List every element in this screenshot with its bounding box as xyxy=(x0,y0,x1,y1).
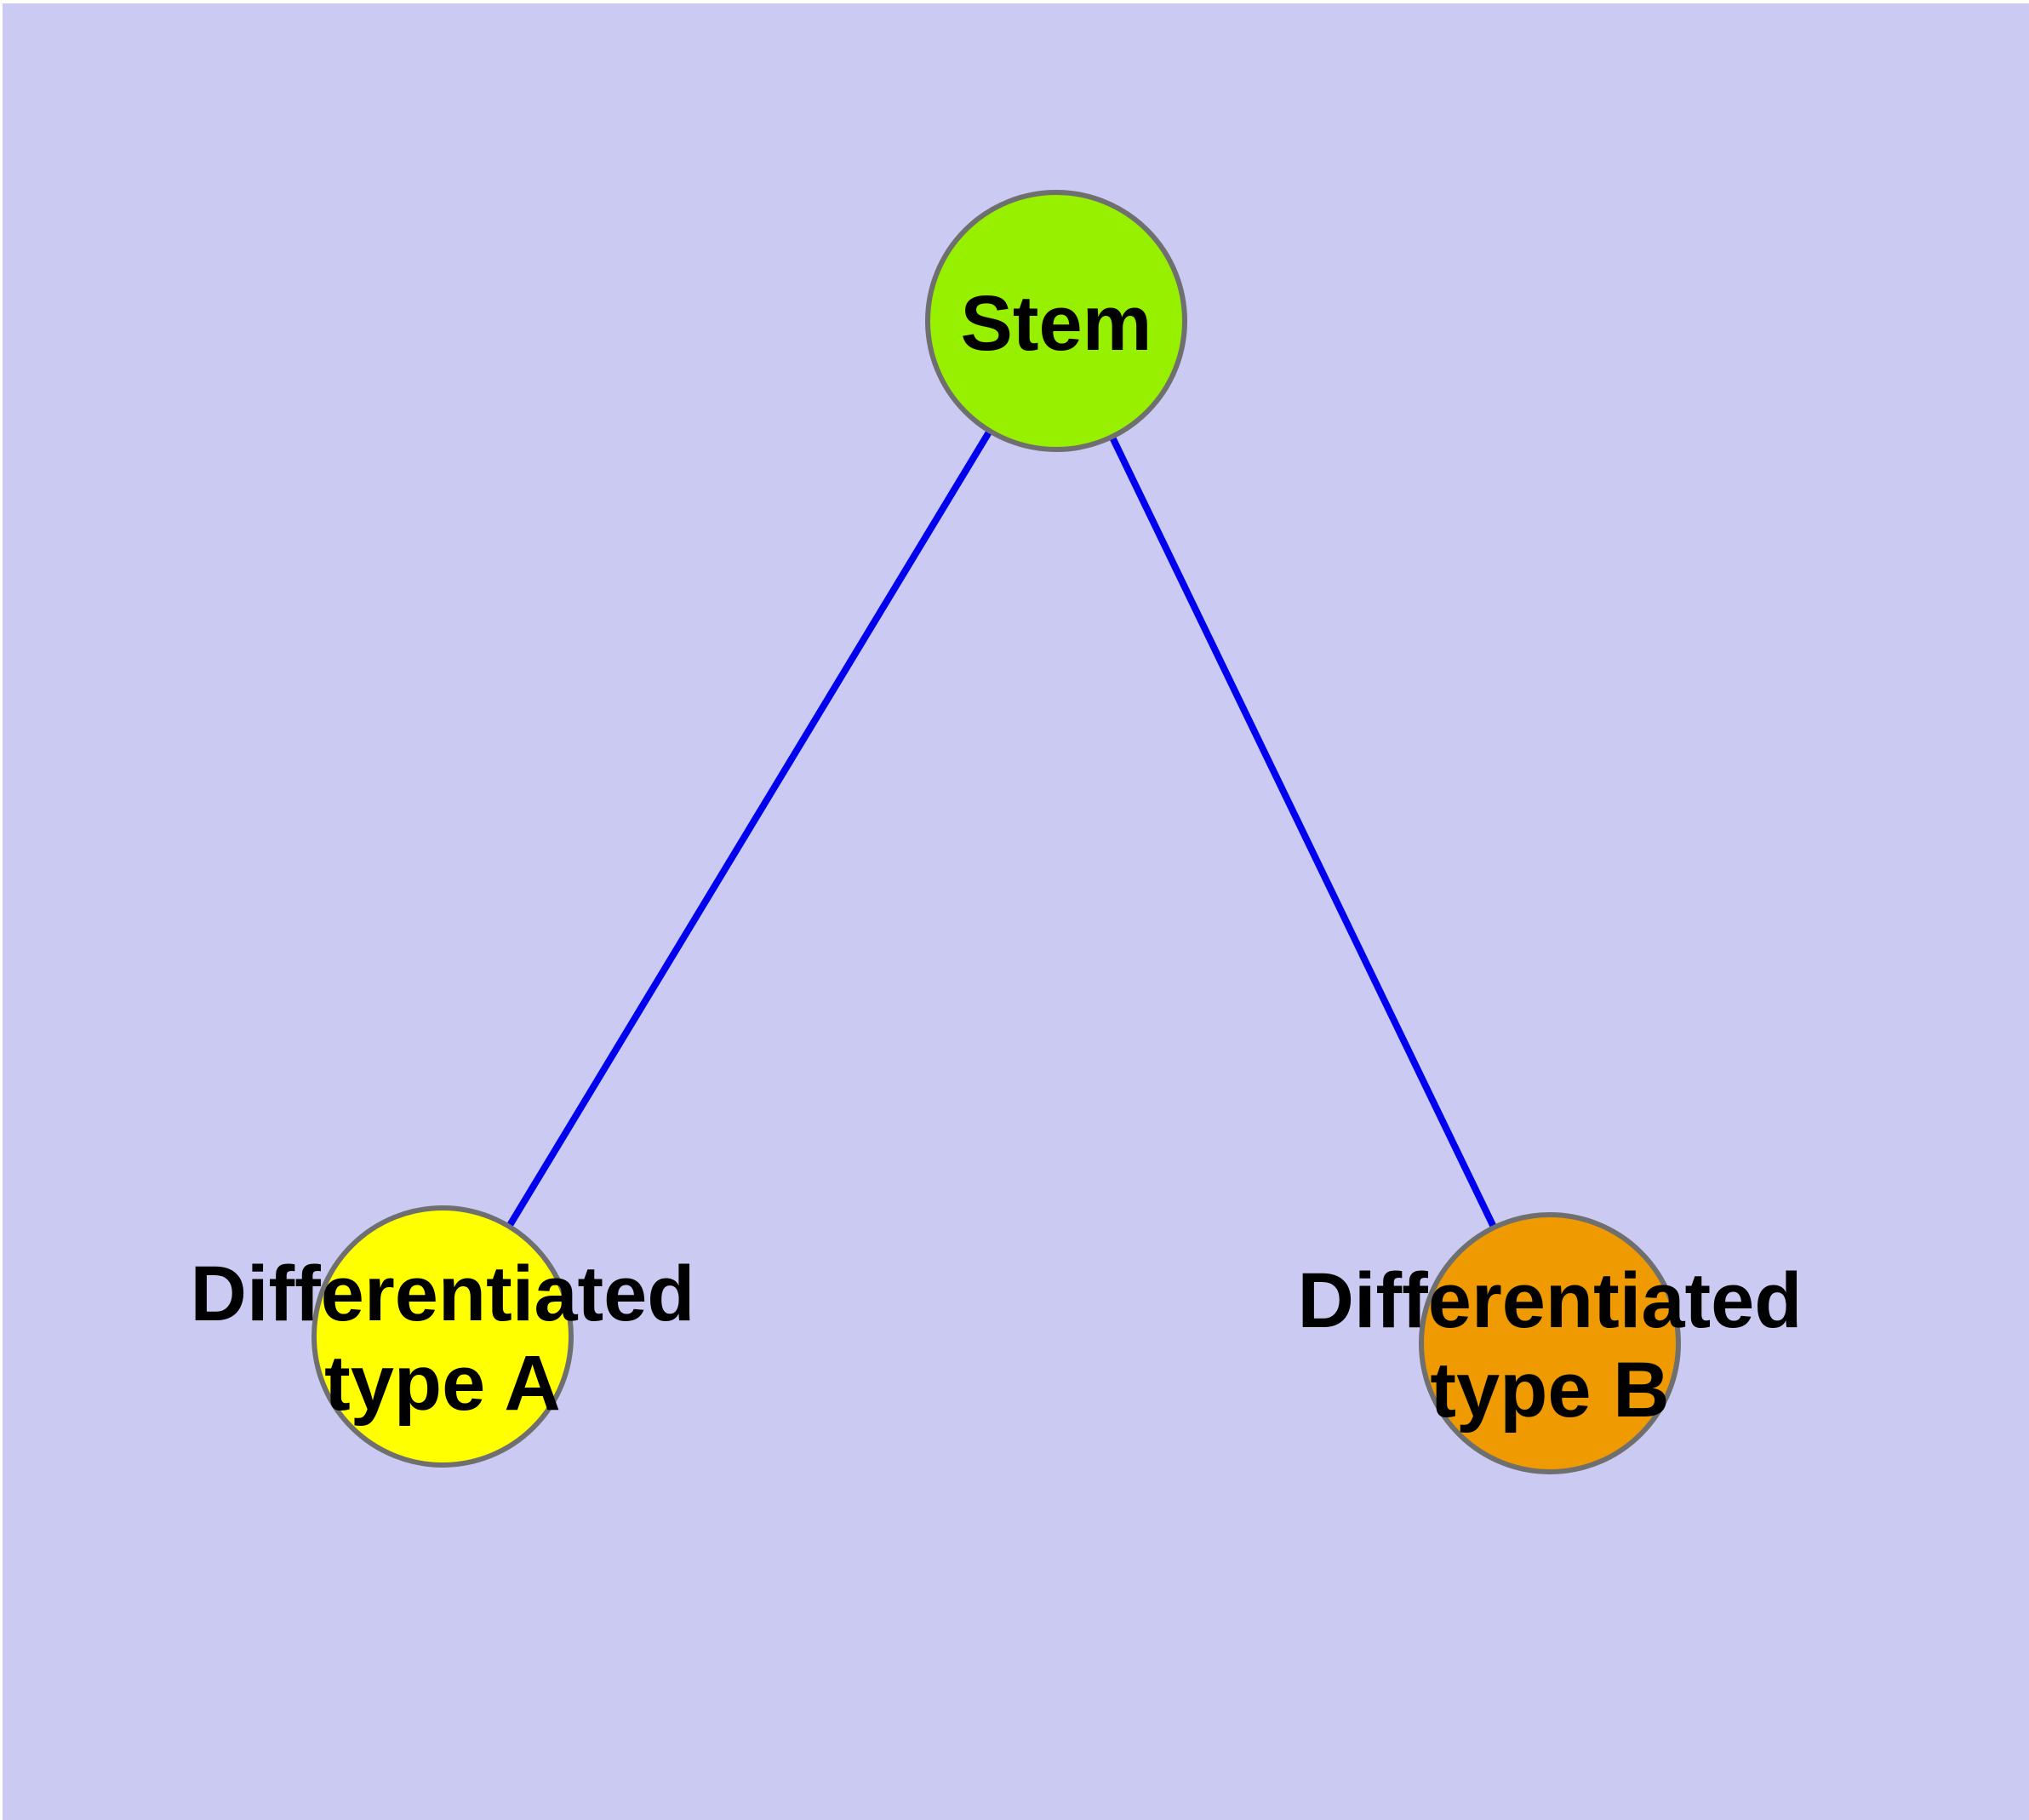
edge-stem-to-type-b xyxy=(1053,319,1553,1345)
node-type-a-label-line1: Differentiated xyxy=(191,1251,695,1337)
node-stem xyxy=(925,190,1187,452)
node-differentiated-type-a xyxy=(311,1205,574,1468)
differentiation-diagram: Stem Differentiated type A Differentiate… xyxy=(3,3,2029,1820)
edge-stem-to-type-a xyxy=(439,318,1060,1339)
node-differentiated-type-b xyxy=(1419,1212,1681,1474)
node-stem-label: Stem xyxy=(961,280,1152,367)
node-type-b-label-line2: type B xyxy=(1430,1347,1669,1434)
node-type-b-label-line1: Differentiated xyxy=(1298,1257,1803,1344)
node-type-a-label-line2: type A xyxy=(324,1340,561,1427)
